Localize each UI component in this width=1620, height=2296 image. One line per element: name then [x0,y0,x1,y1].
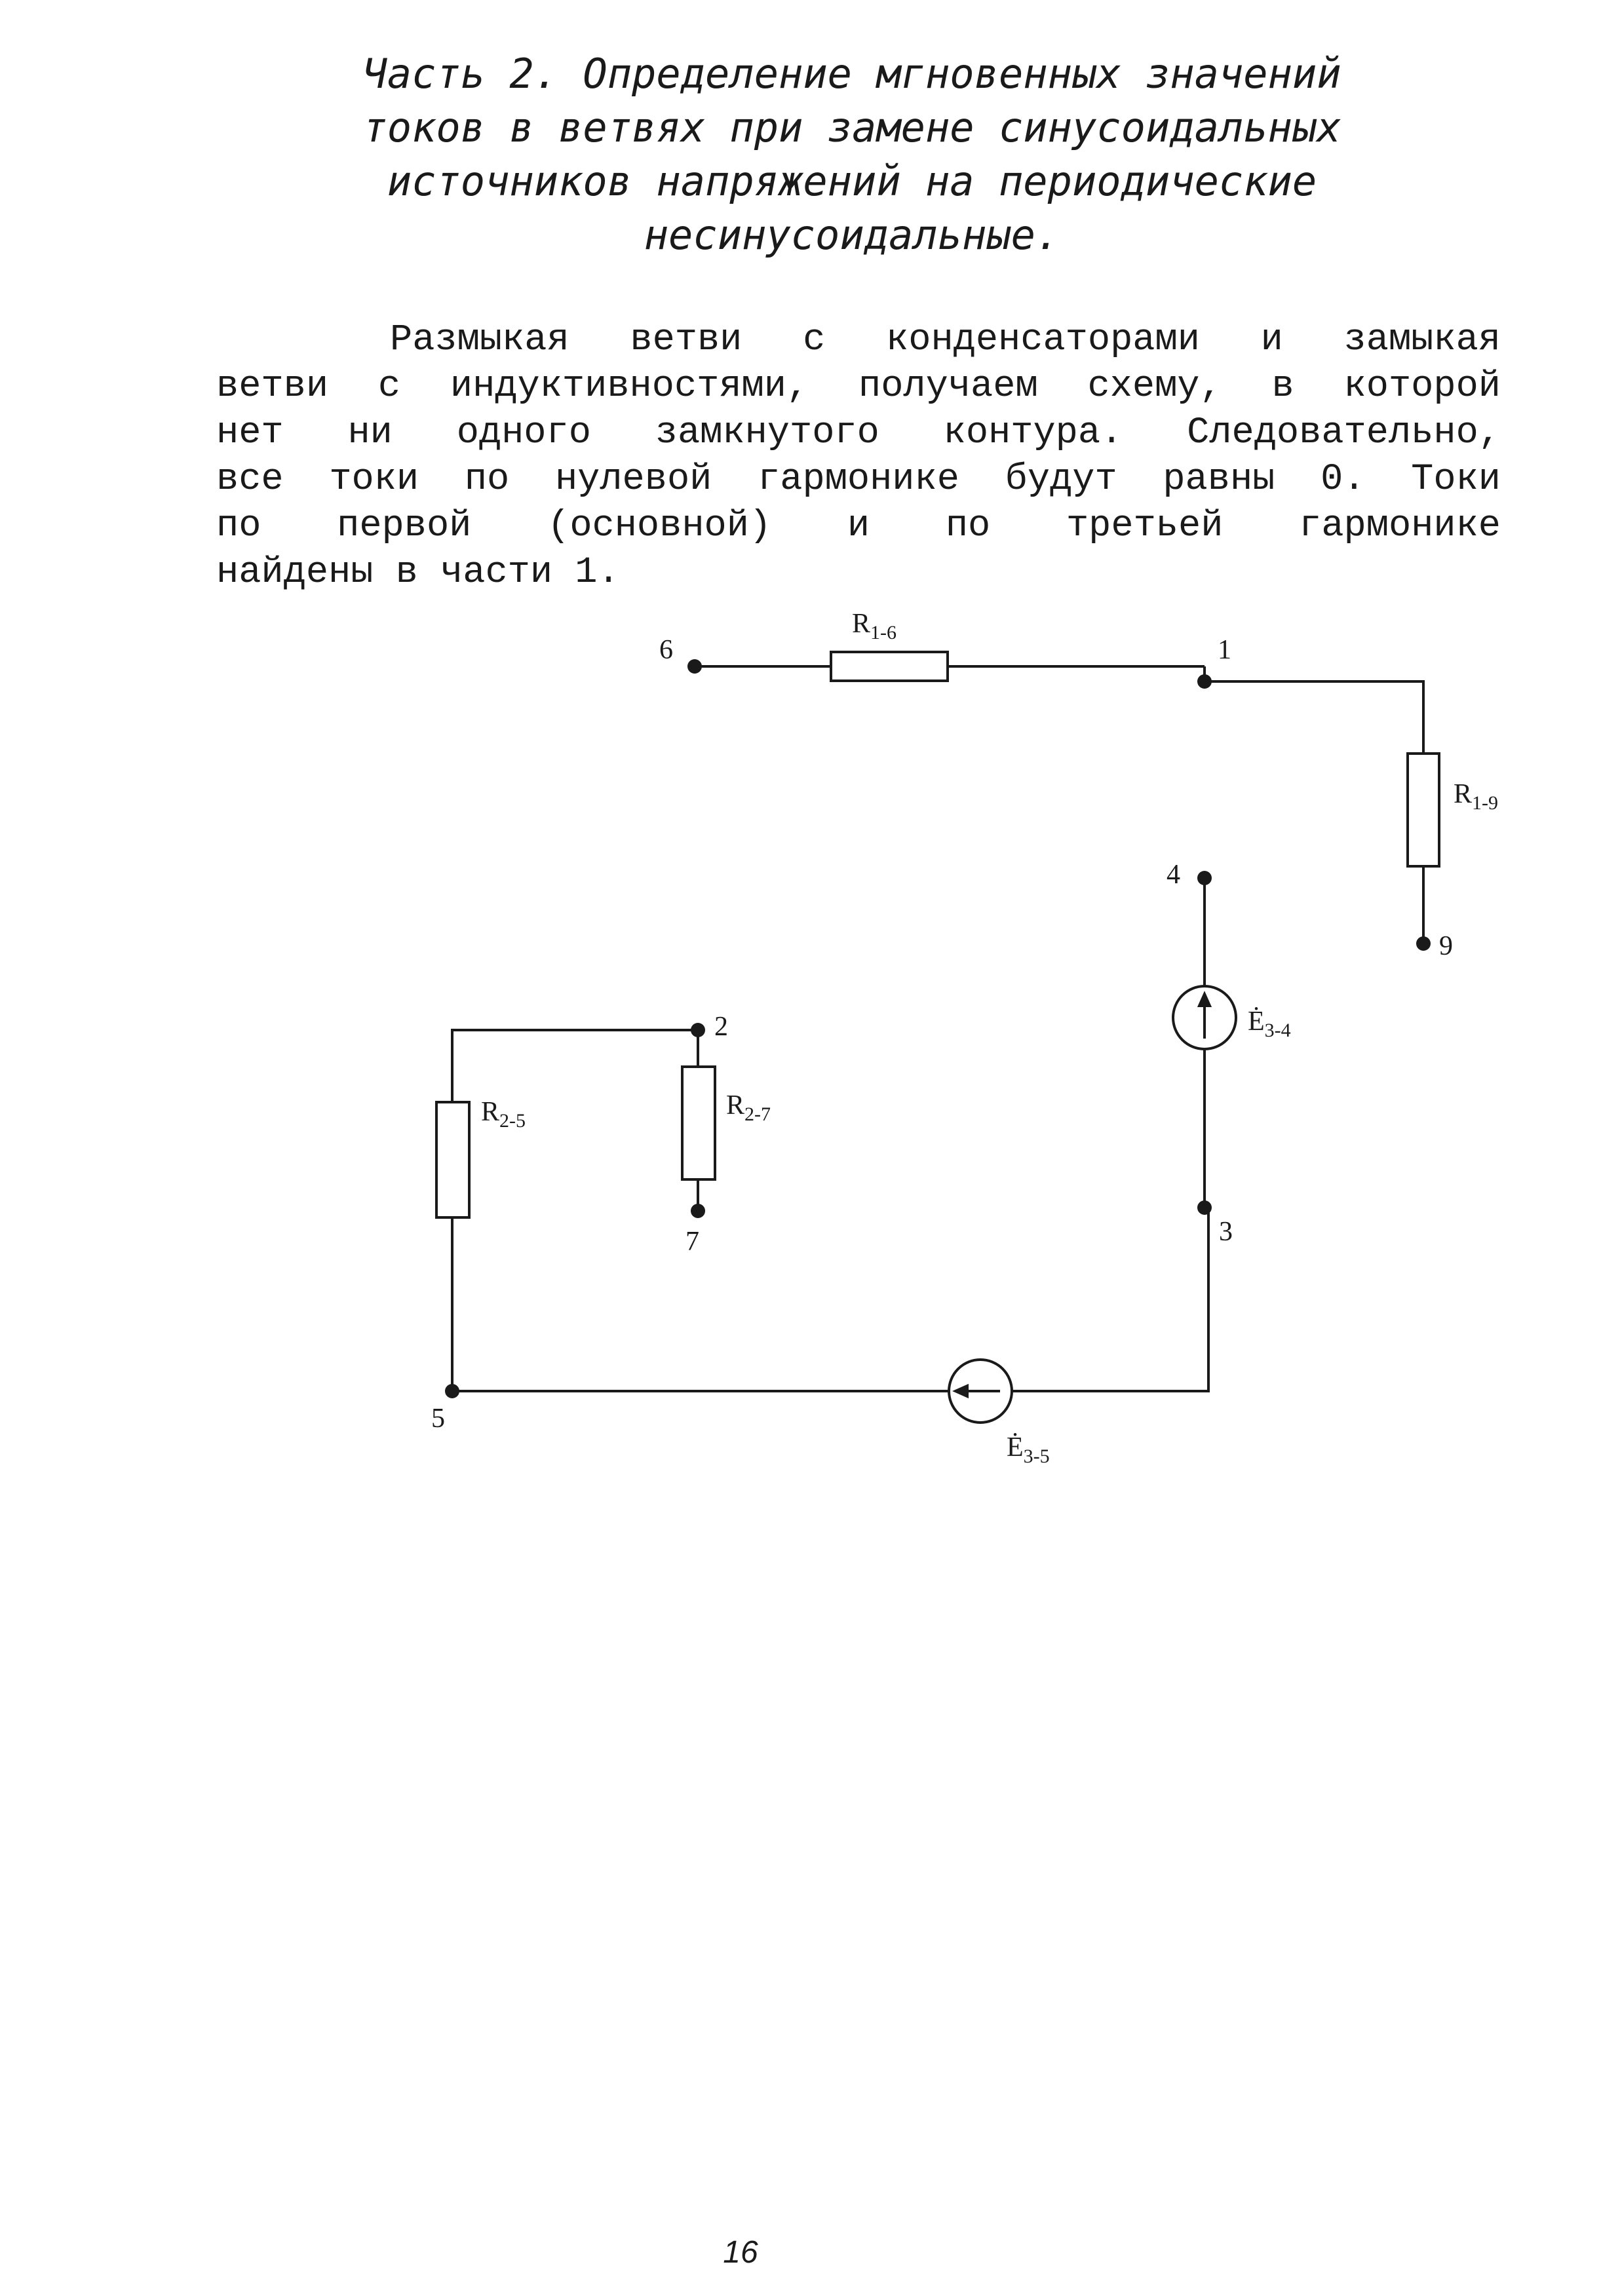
wire [451,1029,698,1102]
section-heading: Часть 2. Определение мгновенных значений… [197,47,1507,262]
heading-line: источников напряжений на периодические [387,157,1317,205]
label-r2-5: R2-5 [481,1097,526,1132]
arrowhead-icon [952,1383,969,1399]
resistor-r1-6 [830,651,949,682]
node-label-2: 2 [714,1012,728,1042]
node-dot [691,1204,705,1218]
paragraph-line: ветви с индуктивностями, получаем схему,… [216,366,1501,408]
node-dot [1197,871,1212,885]
node-dot [445,1384,459,1398]
node-label-1: 1 [1218,635,1231,665]
heading-line: Часть 2. Определение мгновенных значений [362,50,1341,98]
label-r2-7: R2-7 [726,1090,771,1125]
node-dot [1197,674,1212,689]
node-label-7: 7 [685,1227,699,1257]
node-dot [687,659,702,674]
label-r1-6: R1-6 [852,609,897,643]
page-number: 16 [723,2235,758,2270]
wire [1203,666,1425,754]
heading-line: несинусоидальные. [644,211,1060,259]
label-e3-4: Ė3-4 [1248,1006,1291,1041]
node-dot [1197,1200,1212,1215]
wire [1012,1206,1210,1392]
node-label-4: 4 [1167,860,1180,890]
resistor-r2-7 [681,1065,716,1181]
node-label-6: 6 [659,635,673,665]
label-r1-9: R1-9 [1454,779,1498,814]
arrowhead-icon [1197,991,1212,1007]
resistor-r2-5 [435,1101,471,1219]
node-dot [1416,936,1431,951]
paragraph-line: найдены в части 1. [216,552,620,594]
paragraph-line: все токи по нулевой гармонике будут равн… [216,459,1501,501]
paragraph-line: нет ни одного замкнутого контура. Следов… [216,412,1501,454]
node-label-9: 9 [1439,931,1453,961]
resistor-r1-9 [1406,752,1440,868]
node-label-5: 5 [431,1404,445,1434]
body-paragraph: Размыкая ветви с конденсаторами и замыка… [216,317,1501,596]
paragraph-line: по первой (основной) и по третьей гармон… [216,505,1501,547]
paragraph-line: Размыкая ветви с конденсаторами и замыка… [390,319,1501,361]
node-label-3: 3 [1219,1217,1233,1247]
label-e3-5: Ė3-5 [1007,1432,1050,1467]
node-dot [691,1023,705,1037]
heading-line: токов в ветвях при замене синусоидальных [362,104,1341,151]
